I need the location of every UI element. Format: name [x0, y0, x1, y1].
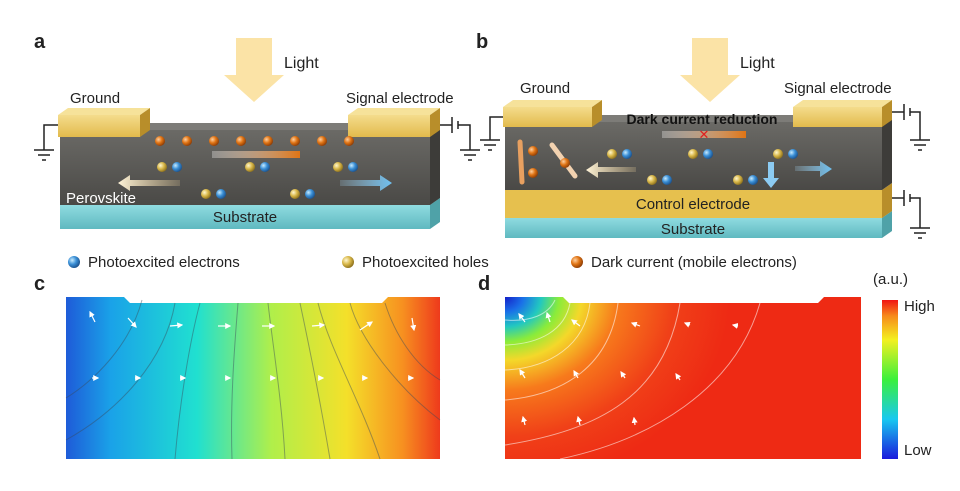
legend: Photoexcited electrons Photoexcited hole…	[68, 254, 797, 271]
substrate-label: Substrate	[213, 209, 277, 226]
hole-drift-arrow	[118, 175, 180, 191]
field-arrows-c	[89, 310, 417, 381]
ground-label: Ground	[520, 80, 570, 97]
substrate-layer	[60, 205, 430, 229]
dark-current-arrow	[212, 151, 300, 158]
signal-electrode	[793, 107, 882, 127]
potential-map-c	[66, 297, 440, 459]
light-arrow-icon	[680, 38, 740, 102]
contours-c	[65, 299, 441, 460]
dark-ball-icon	[571, 256, 583, 268]
panel-c-letter: c	[34, 273, 45, 295]
colorbar-gradient	[882, 300, 898, 459]
ground-label: Ground	[70, 90, 120, 107]
electron-down-arrow	[763, 162, 779, 188]
carrier-pairs-a	[157, 162, 358, 199]
panel-b-letter: b	[476, 31, 488, 53]
colorbar-low: Low	[904, 442, 932, 459]
field-arrows-d	[518, 311, 739, 426]
substrate-label: Substrate	[661, 221, 725, 238]
perovskite-label: Perovskite	[66, 190, 136, 207]
light-label: Light	[284, 55, 319, 72]
carrier-pairs-b	[607, 149, 798, 185]
signal-label: Signal electrode	[784, 80, 892, 97]
ground-electrode	[503, 107, 592, 127]
colorbar-high: High	[904, 298, 935, 315]
ground-symbol-icon	[480, 116, 503, 151]
legend-dark: Dark current (mobile electrons)	[591, 254, 797, 271]
ground-electrode	[58, 115, 140, 137]
legend-holes: Photoexcited holes	[362, 254, 489, 271]
panel-d: d	[478, 273, 861, 460]
hole-drift-arrow	[586, 162, 636, 178]
colorbar: (a.u.) High Low	[873, 271, 935, 459]
panel-a-letter: a	[34, 31, 46, 53]
signal-electrode	[348, 115, 430, 137]
dark-current-arrow	[662, 131, 746, 138]
control-bias-icon	[892, 190, 930, 239]
control-label: Control electrode	[636, 196, 750, 213]
dark-reduction-label: Dark current reduction	[627, 111, 778, 127]
light-label: Light	[740, 55, 775, 72]
electron-ball-icon	[68, 256, 80, 268]
electron-drift-arrow	[340, 175, 392, 191]
panel-d-letter: d	[478, 273, 490, 295]
dark-current-row-a	[155, 136, 354, 146]
panel-c: c	[34, 273, 441, 460]
electron-drift-arrow	[795, 161, 832, 177]
control-electrode	[505, 190, 882, 218]
signal-label: Signal electrode	[346, 90, 454, 107]
substrate-layer	[505, 218, 882, 238]
blocked-x-icon: ✕	[699, 127, 710, 142]
contours-d	[504, 299, 761, 460]
light-arrow-icon	[224, 38, 284, 102]
potential-map-d	[505, 297, 861, 459]
dark-trap-arrow	[517, 139, 525, 185]
legend-electrons: Photoexcited electrons	[88, 254, 240, 271]
dark-particles-b	[528, 146, 570, 178]
hole-ball-icon	[342, 256, 354, 268]
panel-b: b Light Substrate Control electrode Grou…	[476, 31, 930, 239]
ground-symbol-icon	[34, 124, 58, 161]
battery-ground-icon	[440, 117, 480, 161]
panel-a: a Light Substrate Perovskite Ground Sign…	[34, 31, 480, 229]
colorbar-unit: (a.u.)	[873, 271, 908, 288]
battery-ground-icon	[892, 104, 930, 151]
